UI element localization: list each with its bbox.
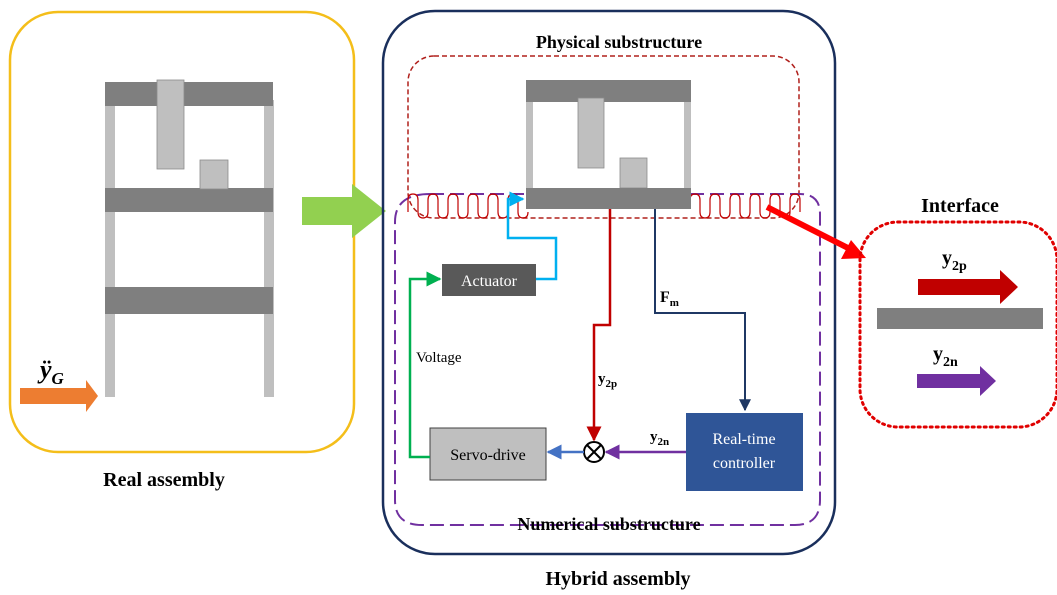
ground-acceleration-arrow	[20, 380, 98, 412]
servo-drive-block	[429, 427, 547, 481]
physical-substructure-label: Physical substructure	[536, 32, 702, 52]
actuator-label: Actuator	[461, 273, 518, 290]
real-assembly-title: Real assembly	[103, 469, 225, 491]
summing-junction	[583, 441, 605, 463]
controller-block	[686, 413, 803, 491]
numerical-substructure-label: Numerical substructure	[517, 514, 700, 534]
physical-substructure-box	[407, 55, 800, 219]
voltage-link	[408, 271, 442, 459]
hanging-mass	[577, 97, 605, 169]
fm-link	[654, 209, 751, 412]
interface-y2n-label: y2n	[933, 343, 958, 370]
hanging-mass	[156, 79, 185, 170]
y2n-label: y2n	[650, 429, 669, 448]
interface-y2n-arrow	[917, 366, 996, 396]
real-assembly-frame	[105, 79, 274, 397]
y2p-label: y2p	[598, 371, 617, 390]
voltage-label: Voltage	[416, 350, 462, 366]
interface-beam	[877, 308, 1043, 329]
actuator-block	[442, 264, 536, 296]
numerical-substructure-box	[394, 193, 821, 526]
interface-y2p-arrow	[918, 270, 1018, 304]
transfer-arrow	[302, 184, 386, 238]
interface-y2p-label: y2p	[942, 247, 967, 274]
fm-label: Fm	[660, 289, 679, 309]
servo-drive-label: Servo-drive	[450, 447, 526, 464]
hybrid-assembly-box	[381, 9, 837, 556]
floor-mass	[199, 159, 229, 190]
floor-mass	[619, 157, 648, 189]
actuator-link	[506, 191, 558, 281]
interface-title: Interface	[921, 195, 999, 217]
hybrid-assembly-title: Hybrid assembly	[545, 568, 690, 590]
physical-substructure-frame	[526, 80, 691, 209]
interface-pointer-arrow	[765, 204, 850, 251]
y2p-link	[586, 209, 612, 442]
ground-acceleration-label: ÿG	[37, 355, 65, 388]
interface-box	[858, 220, 1057, 429]
